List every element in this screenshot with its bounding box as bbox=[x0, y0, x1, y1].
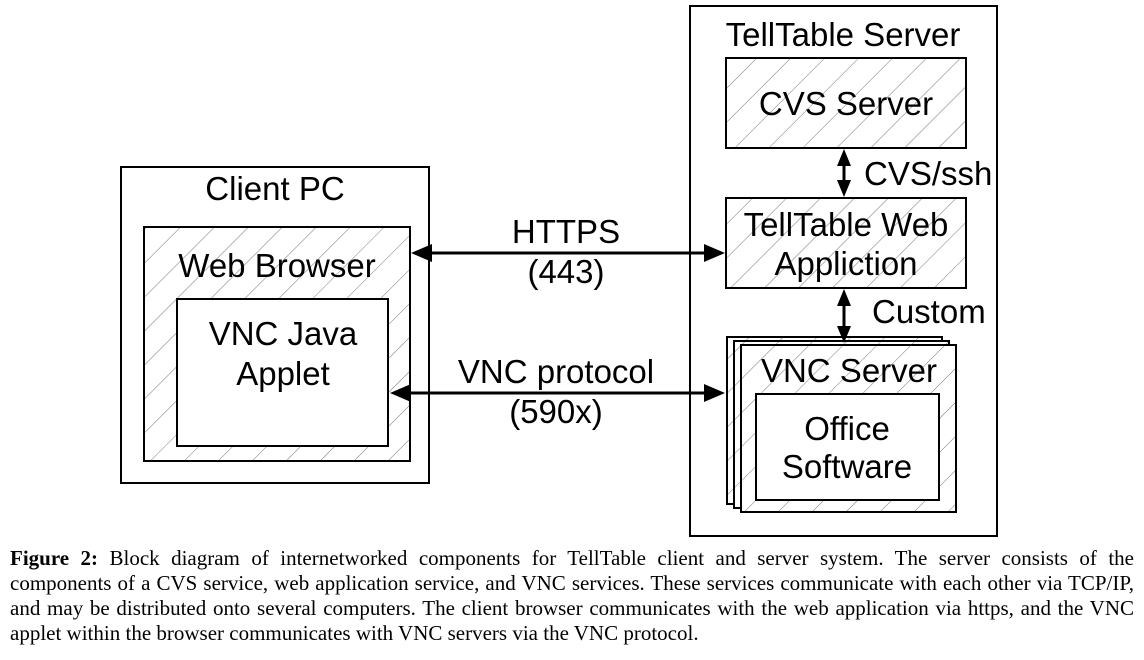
web-browser-label: Web Browser bbox=[178, 247, 375, 284]
arrowhead-up-icon bbox=[837, 289, 851, 306]
custom-label: Custom bbox=[872, 293, 986, 330]
arrowhead-down-icon bbox=[837, 326, 851, 343]
vnc-applet-label-line1: VNC Java bbox=[209, 315, 358, 352]
office-software-label-line1: Office bbox=[804, 410, 890, 447]
block-diagram: Client PC Web Browser VNC Java Applet Te… bbox=[120, 5, 998, 537]
vnc-applet-box: VNC Java Applet bbox=[176, 298, 389, 447]
arrowhead-left-icon bbox=[411, 244, 432, 262]
caption-text: Block diagram of internetworked componen… bbox=[10, 546, 1134, 645]
office-software-box: Office Software bbox=[755, 393, 940, 501]
arrowhead-up-icon bbox=[837, 149, 851, 166]
arrowhead-right-icon bbox=[704, 384, 725, 402]
arrowhead-right-icon bbox=[704, 244, 725, 262]
cvs-server-box: CVS Server bbox=[725, 57, 967, 149]
cvs-ssh-connection: CVS/ssh bbox=[837, 149, 992, 197]
vnc-port-label: (590x) bbox=[509, 393, 603, 430]
https-port-label: (443) bbox=[527, 253, 604, 290]
telltable-server-label: TellTable Server bbox=[726, 16, 961, 53]
vnc-server-label: VNC Server bbox=[761, 352, 937, 389]
vnc-protocol-label: VNC protocol bbox=[458, 353, 654, 390]
client-pc-label: Client PC bbox=[205, 170, 344, 207]
telltable-web-app-box: TellTable Web Appliction bbox=[725, 197, 967, 289]
custom-connection: Custom bbox=[837, 289, 986, 343]
cvs-server-label: CVS Server bbox=[759, 85, 933, 122]
office-software-label-line2: Software bbox=[782, 448, 912, 485]
https-connection: HTTPS (443) bbox=[411, 213, 725, 290]
caption-label: Figure 2: bbox=[10, 546, 99, 570]
arrowhead-down-icon bbox=[837, 180, 851, 197]
arrowhead-left-icon bbox=[390, 384, 411, 402]
web-app-label-line2: Appliction bbox=[774, 245, 917, 282]
https-label: HTTPS bbox=[512, 213, 620, 250]
vnc-applet-label-line2: Applet bbox=[236, 355, 330, 392]
figure-caption: Figure 2: Block diagram of internetworke… bbox=[10, 546, 1134, 646]
vnc-protocol-connection: VNC protocol (590x) bbox=[390, 353, 725, 430]
web-app-label-line1: TellTable Web bbox=[744, 206, 949, 243]
cvs-ssh-label: CVS/ssh bbox=[864, 155, 992, 192]
